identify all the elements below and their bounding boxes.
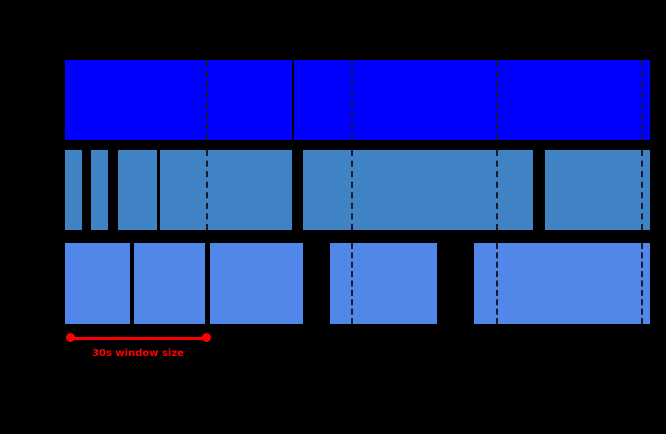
segment-block-t3-2 bbox=[134, 243, 205, 324]
window-boundary-dash-3-t1 bbox=[496, 60, 498, 140]
window-size-bracket-right-cap-icon bbox=[202, 333, 211, 342]
segment-block-t3-4 bbox=[330, 243, 437, 324]
window-boundary-dash-1-t1 bbox=[206, 60, 208, 140]
segment-block-t3-5 bbox=[474, 243, 650, 324]
segment-block-t2-4 bbox=[160, 150, 292, 230]
window-boundary-dash-4-t3 bbox=[641, 243, 643, 324]
segment-block-t3-3 bbox=[210, 243, 303, 324]
segment-block-t2-5 bbox=[303, 150, 533, 230]
segment-block-t1-2 bbox=[294, 60, 650, 140]
window-boundary-dash-2-t2 bbox=[351, 150, 353, 230]
window-boundary-dash-1-t2 bbox=[206, 150, 208, 230]
window-size-label: 30s window size bbox=[92, 348, 184, 359]
window-size-bracket-left-cap-icon bbox=[66, 333, 75, 342]
window-boundary-dash-3-t2 bbox=[496, 150, 498, 230]
segment-block-t2-2 bbox=[91, 150, 108, 230]
window-size-bracket-line bbox=[70, 337, 207, 340]
segment-block-t2-1 bbox=[65, 150, 82, 230]
segment-block-t2-6 bbox=[545, 150, 650, 230]
window-boundary-dash-2-t1 bbox=[351, 60, 353, 140]
segment-block-t2-3 bbox=[118, 150, 157, 230]
window-boundary-dash-2-t3 bbox=[351, 243, 353, 324]
segment-block-t1-1 bbox=[65, 60, 292, 140]
window-boundary-dash-4-t2 bbox=[641, 150, 643, 230]
segment-block-t3-1 bbox=[65, 243, 130, 324]
window-boundary-dash-4-t1 bbox=[641, 60, 643, 140]
window-boundary-dash-3-t3 bbox=[496, 243, 498, 324]
